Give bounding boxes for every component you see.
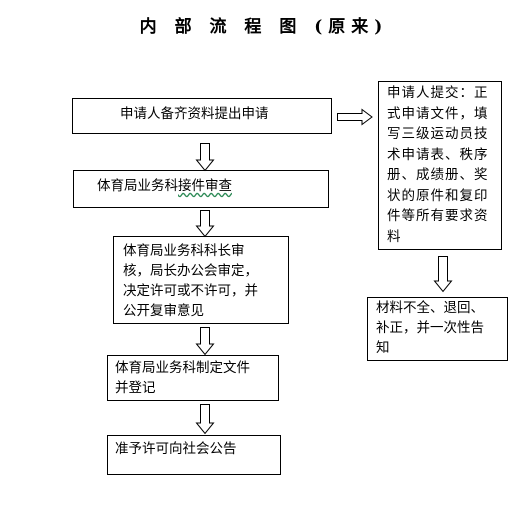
document-step-line: 体育局业务科制定文件 — [115, 360, 250, 376]
incomplete-materials-line: 材料不全、退回、 — [376, 300, 484, 316]
document-step-box: 体育局业务科制定文件 并登记 — [107, 355, 279, 401]
accept-step-box: 体育局业务科接件审查 — [73, 170, 329, 208]
review-step-line: 体育局业务科科长审 — [123, 243, 245, 259]
arrow-down-icon — [195, 327, 215, 356]
submit-materials-line: 式申请文件，填 — [387, 105, 489, 122]
document-step-line: 并登记 — [115, 380, 156, 396]
submit-materials-line: 写三级运动员技 — [387, 126, 489, 142]
submit-materials-line: 状的原件和复印 — [387, 187, 489, 204]
submit-materials-line: 术申请表、秩序 — [387, 146, 489, 163]
incomplete-materials-line: 补正，并一次性告 — [376, 320, 484, 336]
announce-step-text: 准予许可向社会公告 — [115, 441, 237, 457]
arrow-down-icon — [195, 404, 215, 435]
submit-materials-box: 申请人提交：正 式申请文件，填 写三级运动员技 术申请表、秩序 册、成绩册、奖 … — [378, 81, 502, 250]
arrow-down-icon — [195, 210, 215, 238]
incomplete-materials-line: 知 — [376, 340, 390, 356]
submit-materials-line: 册、成绩册、奖 — [387, 167, 489, 183]
accept-step-prefix: 体育局业务科 — [97, 178, 178, 194]
announce-step-box: 准予许可向社会公告 — [107, 435, 281, 475]
submit-materials-line: 申请人提交：正 — [387, 85, 489, 101]
submit-materials-line: 件等所有要求资 — [387, 208, 489, 224]
review-step-box: 体育局业务科科长审 核，局长办公会审定， 决定许可或不许可，并 公开复审意见 — [113, 236, 289, 324]
apply-step-text: 申请人备齐资料提出申请 — [120, 106, 269, 122]
apply-step-box: 申请人备齐资料提出申请 — [72, 98, 332, 134]
accept-step-suffix: 接件审查 — [178, 178, 232, 194]
arrow-down-icon — [433, 256, 453, 293]
arrow-down-icon — [195, 143, 215, 172]
review-step-line: 核，局长办公会审定， — [123, 263, 258, 279]
submit-materials-line: 料 — [387, 228, 402, 245]
accept-step-text: 体育局业务科接件审查 — [97, 178, 232, 194]
review-step-line: 公开复审意见 — [123, 303, 204, 319]
arrow-right-icon — [337, 108, 373, 126]
incomplete-materials-box: 材料不全、退回、 补正，并一次性告 知 — [367, 297, 508, 361]
page-title: 内 部 流 程 图 (原来) — [139, 17, 389, 37]
review-step-line: 决定许可或不许可，并 — [123, 283, 258, 299]
